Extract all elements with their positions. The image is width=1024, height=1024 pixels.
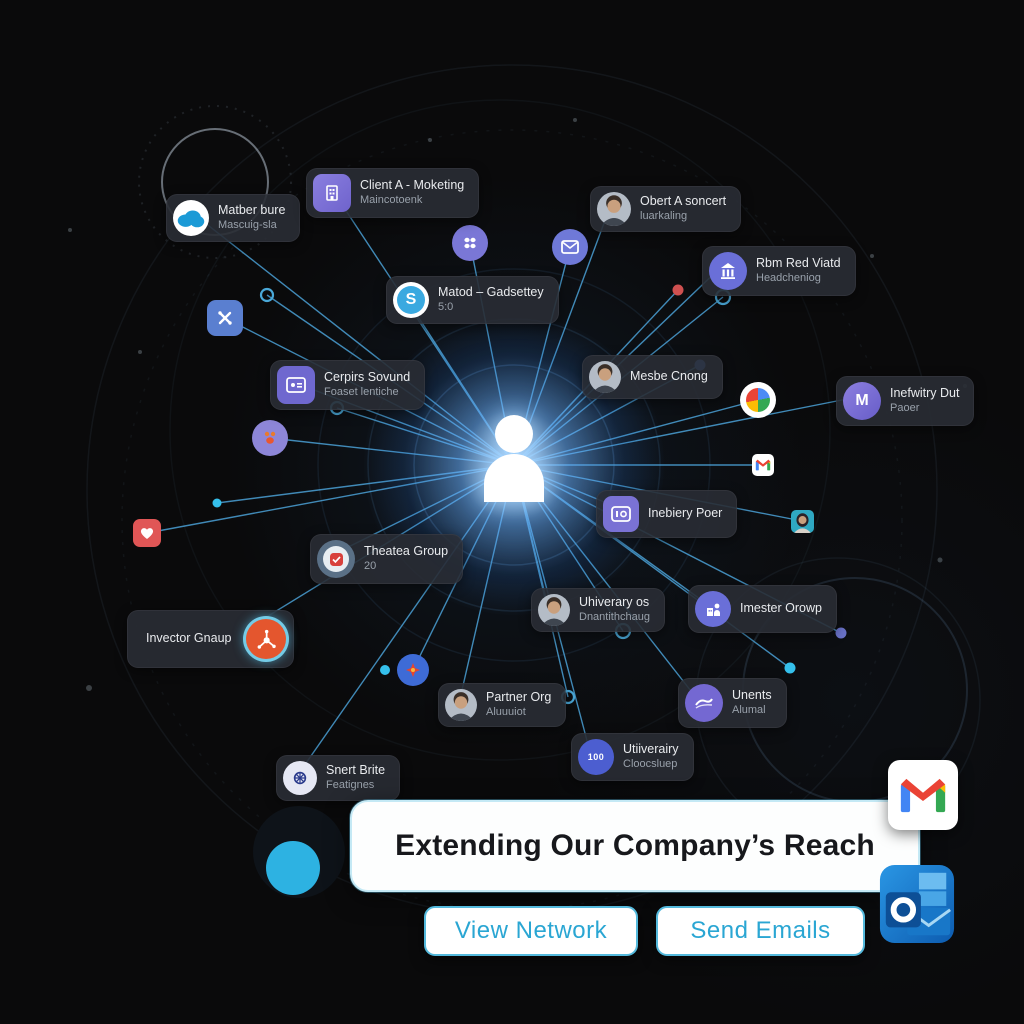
node-title: Imester Orowp bbox=[740, 601, 822, 616]
node-mesbe[interactable]: Mesbe Cnong bbox=[582, 355, 723, 399]
red-badge-icon bbox=[317, 540, 355, 578]
node-subtitle: Aluuuiot bbox=[486, 705, 526, 718]
skype-icon: S bbox=[393, 282, 429, 318]
node-subtitle: Maincotoenk bbox=[360, 193, 423, 206]
heart-icon[interactable] bbox=[133, 519, 161, 547]
send-emails-button[interactable]: Send Emails bbox=[656, 906, 865, 956]
person-avatar bbox=[445, 689, 477, 721]
page-title: Extending Our Company’s Reach bbox=[395, 829, 875, 862]
person-hub-icon[interactable] bbox=[474, 412, 554, 504]
drive-pie-icon[interactable] bbox=[740, 382, 776, 418]
node-subtitle: Dnantithchaug bbox=[579, 610, 650, 623]
node-subtitle: 5:0 bbox=[438, 300, 454, 313]
node-title: Invector Gnaup bbox=[146, 631, 232, 646]
node-subtitle: Foaset lentiche bbox=[324, 385, 399, 398]
tool-cross-icon[interactable] bbox=[207, 300, 243, 336]
paw-icon[interactable] bbox=[252, 420, 288, 456]
wheel-icon bbox=[283, 761, 317, 795]
person-avatar bbox=[597, 192, 631, 226]
circle-100-icon: 100 bbox=[578, 739, 614, 775]
node-title: Partner Org bbox=[486, 690, 552, 705]
node-subtitle: 20 bbox=[364, 559, 377, 572]
salesforce-cloud-icon bbox=[173, 200, 209, 236]
title-card: Extending Our Company’s Reach bbox=[350, 800, 920, 892]
node-title: Theatea Group bbox=[364, 544, 449, 559]
node-title: Matod – Gadsettey bbox=[438, 285, 544, 300]
letter-m-icon: M bbox=[843, 382, 881, 420]
node-subtitle: Cloocsluep bbox=[623, 757, 678, 770]
node-subtitle: Featignes bbox=[326, 778, 375, 791]
envelope-icon[interactable] bbox=[552, 229, 588, 265]
node-title: Inebiery Poer bbox=[648, 506, 723, 521]
node-subtitle: luarkaling bbox=[640, 209, 688, 222]
person-avatar bbox=[589, 361, 621, 393]
wave-icon bbox=[685, 684, 723, 722]
node-inebiery[interactable]: Inebiery Poer bbox=[596, 490, 738, 538]
node-subtitle: Headcheniog bbox=[756, 271, 821, 284]
node-title: Unents bbox=[732, 688, 772, 703]
node-title: Cerpirs Sovund bbox=[324, 370, 411, 385]
building-icon bbox=[313, 174, 351, 212]
node-title: Snert Brite bbox=[326, 763, 386, 778]
woman-avatar[interactable] bbox=[791, 510, 814, 533]
node-imester[interactable]: Imester Orowp bbox=[688, 585, 837, 633]
node-title: Rbm Red Viatd bbox=[756, 256, 841, 271]
view-network-button[interactable]: View Network bbox=[424, 906, 638, 956]
person-avatar bbox=[538, 594, 570, 626]
id-card-icon bbox=[277, 366, 315, 404]
node-title: Utiiverairy bbox=[623, 742, 679, 757]
node-title: Matber bure bbox=[218, 203, 286, 218]
gmail-icon[interactable] bbox=[888, 760, 958, 830]
hubspot-icon bbox=[243, 616, 290, 662]
badge-icon bbox=[603, 496, 639, 532]
node-title: Obert A soncert bbox=[640, 194, 727, 209]
node-invector[interactable]: Invector Gnaup bbox=[127, 610, 295, 668]
node-subtitle: Mascuig-sla bbox=[218, 218, 277, 231]
node-subtitle: Alumal bbox=[732, 703, 766, 716]
node-title: Inefwitry Dut bbox=[890, 386, 960, 401]
node-subtitle: Paoer bbox=[890, 401, 920, 414]
bank-columns-icon bbox=[709, 252, 747, 290]
org-person-icon bbox=[695, 591, 731, 627]
node-title: Mesbe Cnong bbox=[630, 369, 708, 384]
clover-icon[interactable] bbox=[452, 225, 488, 261]
decor-cyan-circle bbox=[266, 841, 320, 895]
node-title: Uhiverary os bbox=[579, 595, 650, 610]
outlook-icon[interactable] bbox=[878, 862, 956, 946]
node-title: Client A - Moketing bbox=[360, 178, 465, 193]
spark-icon[interactable] bbox=[397, 654, 429, 686]
gmail-small-icon[interactable] bbox=[752, 454, 774, 476]
